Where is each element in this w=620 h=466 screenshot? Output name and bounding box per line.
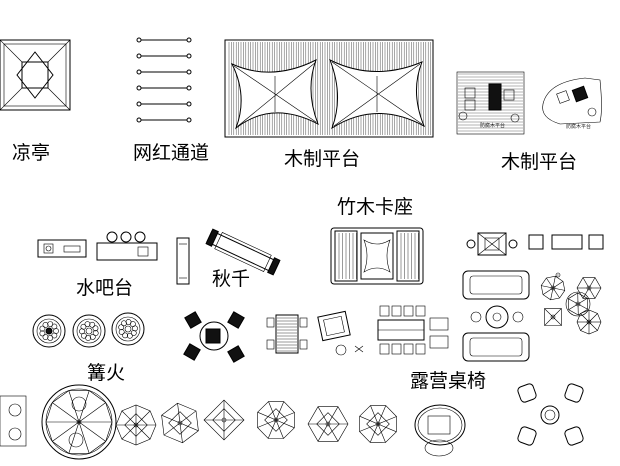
label-swing: 秋千 xyxy=(212,268,251,290)
pavilion-icon xyxy=(0,39,71,111)
deck-canopy-icon xyxy=(224,39,434,138)
label-bamboo-booth: 竹木卡座 xyxy=(337,196,414,218)
camping-table-icon xyxy=(115,399,397,446)
label-pavilion: 凉亭 xyxy=(12,142,51,164)
umbrella-icon xyxy=(540,272,602,335)
camping-table-icon xyxy=(183,311,245,363)
label-wood-platform-2: 木制平台 xyxy=(501,151,578,173)
camping-table-icon xyxy=(266,305,449,356)
sofa-icon xyxy=(462,232,604,362)
fire-pit-icon xyxy=(32,312,145,348)
booth-icon xyxy=(330,227,424,285)
umbrella-icon xyxy=(0,384,117,460)
bar-counter-icon xyxy=(37,231,158,261)
thumb-caption-2: 防腐木平台 xyxy=(566,124,592,130)
thumb-caption-1: 防腐木平台 xyxy=(480,123,506,129)
label-bonfire: 篝火 xyxy=(87,362,126,384)
label-water-bar: 水吧台 xyxy=(76,277,134,299)
label-wood-platform-1: 木制平台 xyxy=(284,148,361,170)
label-influencer-path: 网红通道 xyxy=(133,142,210,164)
swing-icon xyxy=(176,228,281,285)
path-steps-icon xyxy=(136,37,192,123)
label-camping-tables: 露营桌椅 xyxy=(410,370,487,392)
camping-table-icon xyxy=(414,383,584,457)
deck-thumb-icon xyxy=(456,71,602,135)
